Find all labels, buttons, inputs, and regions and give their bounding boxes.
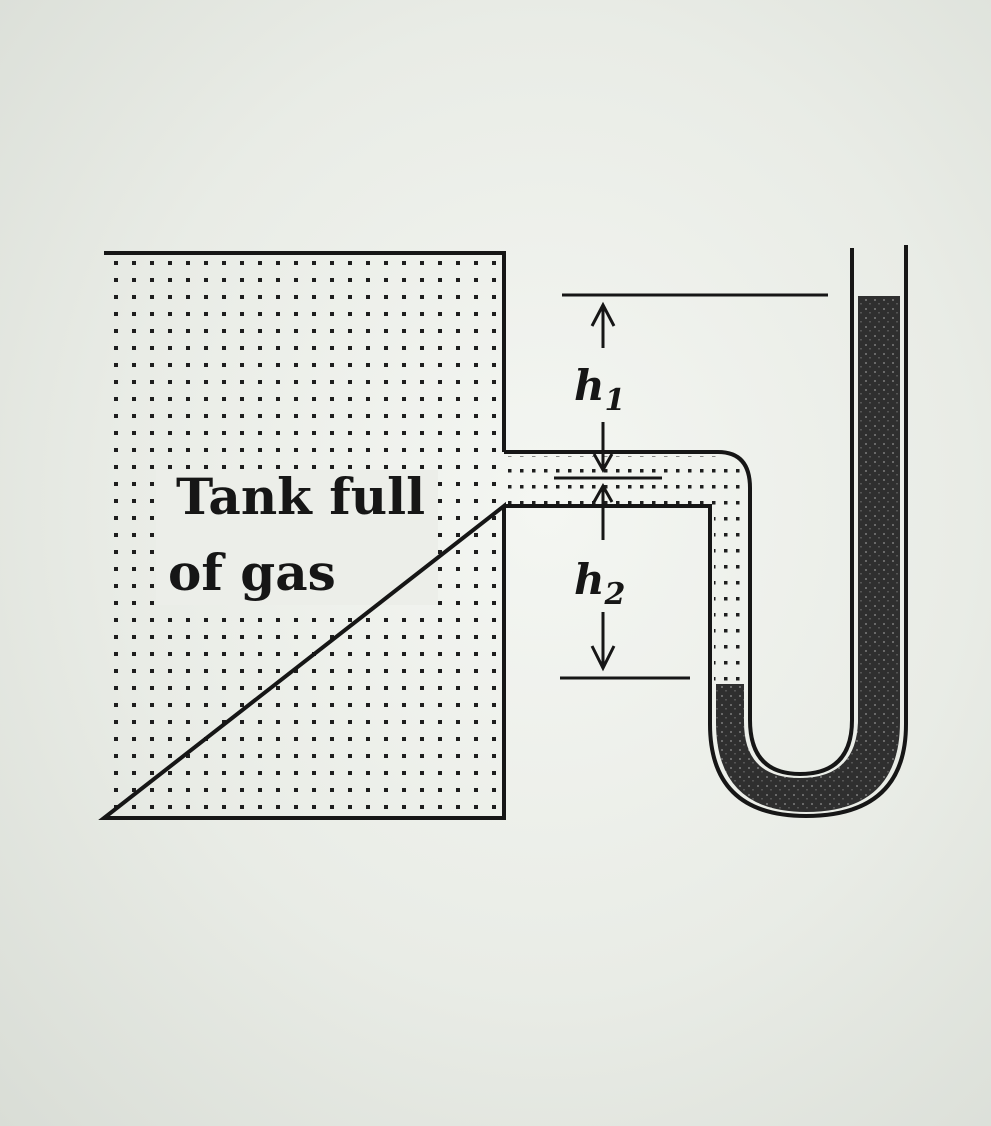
pipe-upper-wall [504,248,854,777]
tank-label-background [156,470,438,605]
tank-label-line2: of gas [168,543,336,602]
dimension-markers: h1 h2 [554,293,828,680]
h2-arrow-head [590,645,616,672]
mercury-column [716,296,900,812]
h1-arrow-head [590,301,616,327]
pipe-gas-fill [504,456,744,686]
pipe-lower-wall [504,245,908,819]
gas-tank: Tank full of gas [98,251,508,820]
h1-label: h1 [574,361,625,418]
h1-arrow-lower-head [592,453,614,474]
h2-label: h2 [574,555,625,612]
tank-wall [98,251,506,820]
u-tube-manometer [504,245,908,819]
tank-label-line1: Tank full [176,467,425,526]
